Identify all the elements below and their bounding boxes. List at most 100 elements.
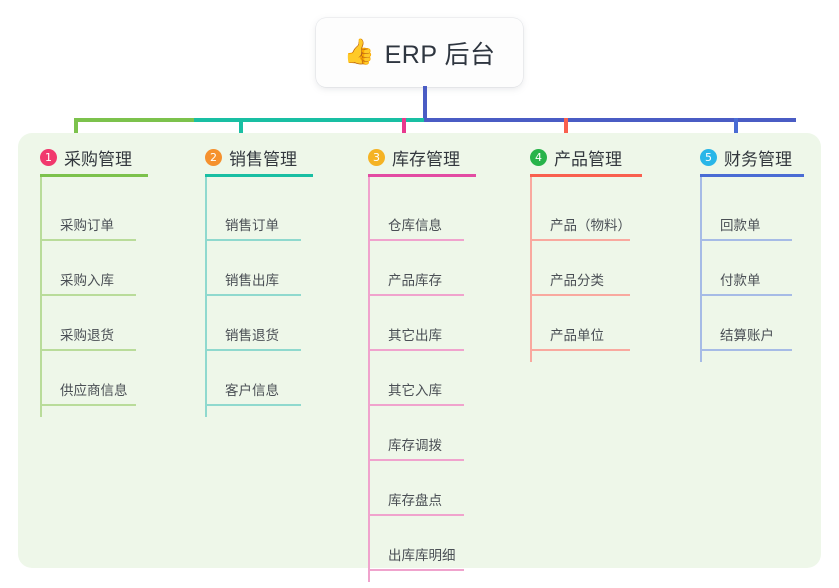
leaf-item-rule bbox=[700, 239, 792, 241]
branch-spine-3 bbox=[368, 177, 370, 582]
branch-header-label: 采购管理 bbox=[64, 150, 132, 169]
leaf-item-rule bbox=[368, 404, 464, 406]
thumbs-up-icon: 👍 bbox=[343, 38, 375, 66]
leaf-item[interactable]: 库存调拨 bbox=[368, 417, 464, 461]
leaf-item[interactable]: 产品单位 bbox=[530, 307, 630, 351]
leaf-item-label: 销售出库 bbox=[225, 273, 279, 288]
leaf-item[interactable]: 其它出库 bbox=[368, 307, 464, 351]
trunk-segment-1 bbox=[76, 118, 194, 122]
branch-header-rule bbox=[700, 174, 804, 177]
branch-index-badge-1: 1 bbox=[40, 149, 57, 166]
leaf-item[interactable]: 采购退货 bbox=[40, 307, 136, 351]
leaf-item-label: 库存调拨 bbox=[388, 438, 442, 453]
leaf-item-label: 仓库信息 bbox=[388, 218, 442, 233]
branch-index-badge-5: 5 bbox=[700, 149, 717, 166]
leaf-item-rule bbox=[368, 514, 464, 516]
branch-spine-4 bbox=[530, 177, 532, 362]
leaf-item-label: 其它出库 bbox=[388, 328, 442, 343]
leaf-item[interactable]: 销售订单 bbox=[205, 197, 301, 241]
leaf-item-label: 结算账户 bbox=[720, 328, 774, 343]
branch-column-4: 4 产品管理产品（物料） 产品分类产品单位 bbox=[530, 145, 642, 565]
trunk-segment-2 bbox=[194, 118, 424, 122]
leaf-item[interactable]: 出库库明细 bbox=[368, 527, 464, 571]
leaf-item-label: 采购退货 bbox=[60, 328, 114, 343]
branch-drop-line-2 bbox=[239, 118, 243, 145]
leaf-item-label: 产品库存 bbox=[388, 273, 442, 288]
leaf-item-rule bbox=[368, 569, 464, 571]
leaf-item-rule bbox=[40, 349, 136, 351]
branch-index-badge-3: 3 bbox=[368, 149, 385, 166]
branch-drop-line-3 bbox=[402, 118, 406, 145]
branch-drop-line-5 bbox=[734, 118, 738, 145]
leaf-item-label: 客户信息 bbox=[225, 383, 279, 398]
leaf-item-rule bbox=[530, 294, 630, 296]
leaf-item-rule bbox=[205, 404, 301, 406]
branch-column-3: 3 库存管理仓库信息产品库存其它出库其它入库库存调拨库存盘点出库库明细 bbox=[368, 145, 476, 582]
leaf-item-rule bbox=[368, 239, 464, 241]
branch-header-rule bbox=[205, 174, 313, 177]
trunk-segment-3 bbox=[424, 118, 796, 122]
leaf-item-rule bbox=[205, 294, 301, 296]
leaf-item-rule bbox=[205, 349, 301, 351]
leaf-item-label: 出库库明细 bbox=[388, 548, 456, 563]
branch-header-3[interactable]: 3 库存管理 bbox=[368, 145, 460, 170]
branch-header-label: 库存管理 bbox=[392, 150, 460, 169]
leaf-item-rule bbox=[368, 349, 464, 351]
branch-drop-line-1 bbox=[74, 118, 78, 145]
leaf-item-label: 产品分类 bbox=[550, 273, 604, 288]
leaf-item[interactable]: 客户信息 bbox=[205, 362, 301, 406]
root-node-label: ERP 后台 bbox=[384, 40, 496, 69]
branch-spine-2 bbox=[205, 177, 207, 417]
branch-header-4[interactable]: 4 产品管理 bbox=[530, 145, 622, 170]
leaf-item-label: 库存盘点 bbox=[388, 493, 442, 508]
leaf-item-rule bbox=[700, 349, 792, 351]
leaf-item-rule bbox=[205, 239, 301, 241]
leaf-item[interactable]: 产品（物料） bbox=[530, 197, 631, 241]
leaf-item[interactable]: 其它入库 bbox=[368, 362, 464, 406]
branch-header-label: 财务管理 bbox=[724, 150, 792, 169]
branch-index-badge-4: 4 bbox=[530, 149, 547, 166]
branch-drop-line-4 bbox=[564, 118, 568, 145]
leaf-item[interactable]: 库存盘点 bbox=[368, 472, 464, 516]
leaf-item[interactable]: 结算账户 bbox=[700, 307, 792, 351]
leaf-item[interactable]: 销售退货 bbox=[205, 307, 301, 351]
leaf-item-label: 销售订单 bbox=[225, 218, 279, 233]
branch-header-label: 销售管理 bbox=[229, 150, 297, 169]
branch-spine-5 bbox=[700, 177, 702, 362]
leaf-item-rule bbox=[700, 294, 792, 296]
root-node[interactable]: 👍 ERP 后台 bbox=[316, 18, 523, 87]
leaf-item[interactable]: 采购订单 bbox=[40, 197, 136, 241]
leaf-item-rule bbox=[40, 294, 136, 296]
branch-column-1: 1 采购管理采购订单采购入库采购退货供应商信息 bbox=[40, 145, 148, 565]
leaf-item-label: 产品单位 bbox=[550, 328, 604, 343]
branch-header-rule bbox=[368, 174, 476, 177]
branch-header-1[interactable]: 1 采购管理 bbox=[40, 145, 132, 170]
leaf-item-rule bbox=[530, 349, 630, 351]
branch-spine-1 bbox=[40, 177, 42, 417]
leaf-item[interactable]: 回款单 bbox=[700, 197, 792, 241]
leaf-item-label: 采购订单 bbox=[60, 218, 114, 233]
leaf-item[interactable]: 付款单 bbox=[700, 252, 792, 296]
leaf-item-rule bbox=[368, 294, 464, 296]
leaf-item[interactable]: 供应商信息 bbox=[40, 362, 136, 406]
leaf-item-label: 付款单 bbox=[720, 273, 761, 288]
leaf-item[interactable]: 采购入库 bbox=[40, 252, 136, 296]
leaf-item[interactable]: 产品库存 bbox=[368, 252, 464, 296]
leaf-item[interactable]: 销售出库 bbox=[205, 252, 301, 296]
root-drop-line bbox=[423, 86, 427, 122]
branch-header-5[interactable]: 5 财务管理 bbox=[700, 145, 792, 170]
branch-header-label: 产品管理 bbox=[554, 150, 622, 169]
leaf-item-label: 采购入库 bbox=[60, 273, 114, 288]
leaf-item-label: 产品（物料） bbox=[550, 218, 631, 233]
leaf-item-label: 回款单 bbox=[720, 218, 761, 233]
leaf-item-label: 其它入库 bbox=[388, 383, 442, 398]
leaf-item-rule bbox=[368, 459, 464, 461]
leaf-item[interactable]: 仓库信息 bbox=[368, 197, 464, 241]
branch-column-5: 5 财务管理回款单付款单结算账户 bbox=[700, 145, 804, 565]
leaf-item-rule bbox=[530, 239, 630, 241]
leaf-item[interactable]: 产品分类 bbox=[530, 252, 630, 296]
